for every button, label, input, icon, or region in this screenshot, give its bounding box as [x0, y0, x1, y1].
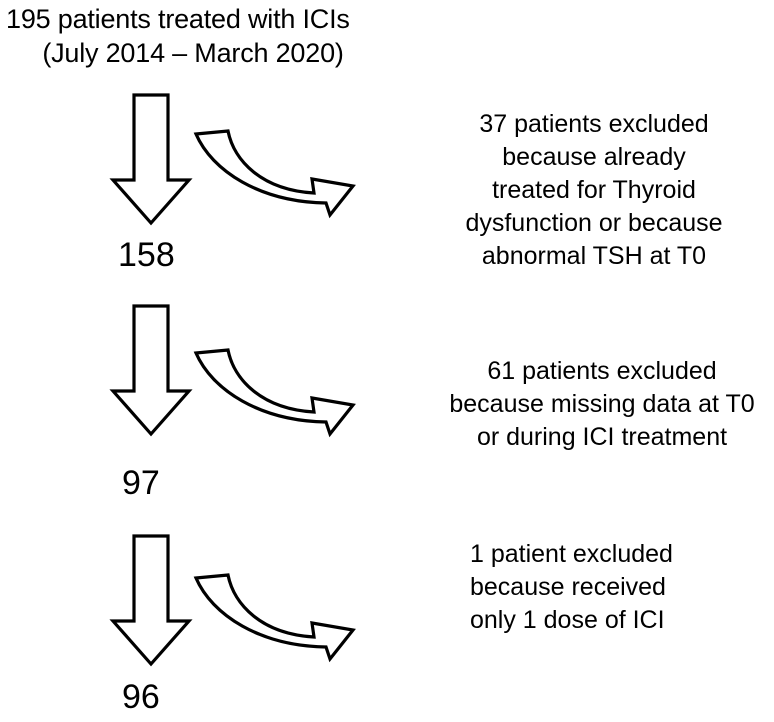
title-line-1: 195 patients treated with ICIs	[6, 4, 350, 34]
curved-arrow-icon-2	[193, 348, 356, 438]
exclusion-2-line-2: because missing data at T0	[449, 390, 755, 418]
exclusion-3-line-1: 1 patient excluded	[470, 540, 673, 568]
exclusion-text-2: 61 patients excluded because missing dat…	[432, 355, 772, 454]
exclusion-1-line-5: abnormal TSH at T0	[481, 242, 707, 270]
diagram-title: 195 patients treated with ICIs (July 201…	[4, 2, 434, 70]
down-arrow-icon-3	[109, 534, 193, 667]
down-arrow-icon-1	[109, 93, 193, 226]
exclusion-2-line-1: 61 patients excluded	[487, 357, 717, 385]
exclusion-1-line-1: 37 patients excluded	[479, 110, 709, 138]
remaining-count-3: 96	[122, 678, 160, 716]
exclusion-text-1: 37 patients excluded because already tre…	[438, 108, 750, 273]
title-line-2: (July 2014 – March 2020)	[42, 38, 344, 68]
remaining-count-1: 158	[118, 236, 175, 274]
curved-arrow-icon-3	[193, 573, 356, 663]
exclusion-1-line-3: treated for Thyroid	[492, 176, 696, 204]
curved-arrow-icon-1	[193, 129, 356, 219]
down-arrow-icon-2	[109, 304, 193, 437]
exclusion-2-line-3: or during ICI treatment	[476, 423, 728, 451]
exclusion-1-line-2: because already	[502, 143, 686, 171]
exclusion-3-line-2: because received	[470, 573, 666, 601]
remaining-count-2: 97	[122, 464, 160, 502]
exclusion-text-3: 1 patient excluded because received only…	[470, 538, 770, 637]
exclusion-3-line-3: only 1 dose of ICI	[470, 606, 665, 634]
exclusion-1-line-4: dysfunction or because	[465, 209, 723, 237]
